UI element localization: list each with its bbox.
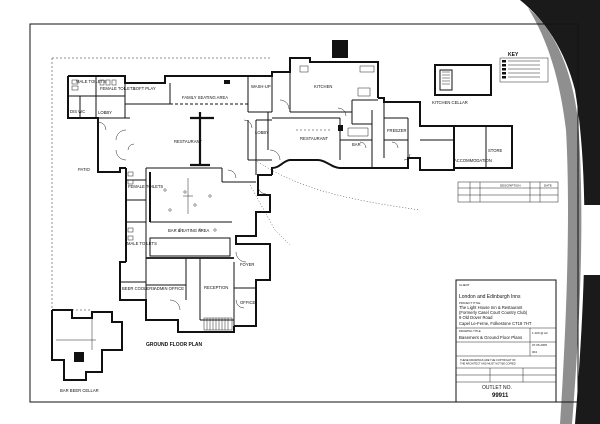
- key-title: KEY: [508, 52, 519, 58]
- chimney-stack: [332, 40, 348, 58]
- client-name: London and Edinburgh Inns: [459, 294, 521, 300]
- label-female-toilets-mid: FEMALE TOILETS: [128, 184, 163, 189]
- copyright-note-1: THESE DRAWINGS ARE THE COPYRIGHT OF: [460, 358, 516, 362]
- key-legend: KEY: [499, 52, 549, 83]
- label-restaurant-left: RESTAURANT: [174, 139, 203, 144]
- label-female-toilets-top: FEMALE TOILETS: [100, 86, 135, 91]
- label-lobby-mid: LOBBY: [255, 130, 269, 135]
- client-label: CLIENT: [459, 283, 470, 287]
- label-office: OFFICE: [240, 300, 256, 305]
- kitchen-cellar-plan: [434, 64, 492, 96]
- label-beer-coolers: BEER COOLERS: [122, 286, 155, 291]
- label-bar-beer-cellar: BAR BEER CELLAR: [60, 388, 99, 393]
- label-store: STORE: [488, 148, 503, 153]
- svg-text:DESCRIPTION: DESCRIPTION: [500, 184, 521, 188]
- drawing-border: [29, 23, 579, 403]
- label-restaurant-right: RESTAURANT: [300, 136, 329, 141]
- outlet-label: OUTLET NO.: [482, 385, 512, 391]
- project-line-1: The Light House Inn & Restaurant: [459, 305, 523, 310]
- label-foyer: FOYER: [240, 262, 254, 267]
- scan-blank-patch: [583, 205, 600, 275]
- scale-value: 1:100 @ A2: [532, 331, 548, 335]
- label-soft-play: SOFT PLAY: [133, 86, 156, 91]
- bar-beer-cellar-plan: [51, 309, 123, 381]
- interior-partitions: [68, 72, 409, 326]
- reception-stairs: [203, 317, 233, 331]
- fixtures: [71, 65, 375, 241]
- label-kitchen: KITCHEN: [314, 84, 332, 89]
- scan-shadow-right: [520, 0, 600, 424]
- title-block: CLIENT London and Edinburgh Inns PROJECT…: [455, 279, 557, 403]
- label-wash-up: WASH-UP: [251, 84, 271, 89]
- revision-table: DESCRIPTION DATE: [457, 181, 559, 203]
- label-reception: RECEPTION: [204, 285, 228, 290]
- project-line-4: Capel Le-Ferne, Folkestone CT18 7HT: [459, 321, 532, 326]
- key-swatches: [502, 60, 540, 79]
- project-label: PROJECT TITLE: [459, 301, 480, 305]
- project-line-2: (Formerly Casel Court Country Club): [459, 310, 528, 315]
- date-value: 07.06.2005: [532, 343, 547, 347]
- label-kitchen-cellar: KITCHEN CELLAR: [432, 100, 468, 105]
- label-patio: PATIO: [78, 167, 91, 172]
- plan-title: GROUND FLOOR PLAN: [146, 342, 202, 348]
- copyright-note-2: THE ARCHITECT AND MUST NOT BE COPIED: [460, 362, 516, 366]
- svg-text:DATE: DATE: [544, 184, 552, 188]
- drawing-no: 004: [532, 350, 537, 354]
- label-bar-seating: BAR & EATING AREA: [168, 228, 210, 233]
- building-walls: [67, 57, 513, 333]
- door-swings: [97, 99, 411, 311]
- outlet-number: 99911: [492, 393, 509, 399]
- label-male-toilets-mid: MALE TOILETS: [127, 241, 157, 246]
- label-male-toilets-top: MALE TOILETS: [76, 79, 106, 84]
- project-line-3: 9 Old Dover Road: [459, 315, 493, 320]
- label-family-seating: FAMILY SEATING AREA: [182, 95, 228, 100]
- label-accommodation: ACCOMMODATION: [454, 158, 492, 163]
- drawing-label: DRAWING TITLE: [459, 329, 481, 333]
- drawing-title: Basement & Ground Floor Plans: [459, 335, 523, 340]
- room-labels: MALE TOILETS FEMALE TOILETS DIS WC LOBBY…: [60, 79, 503, 393]
- label-admin-office: ADMIN OFFICE: [154, 286, 184, 291]
- label-bar: BAR: [352, 142, 361, 147]
- label-lobby-top: LOBBY: [98, 110, 112, 115]
- label-dis-wc: DIS WC: [70, 109, 85, 114]
- label-freezer: FREEZER: [387, 128, 407, 133]
